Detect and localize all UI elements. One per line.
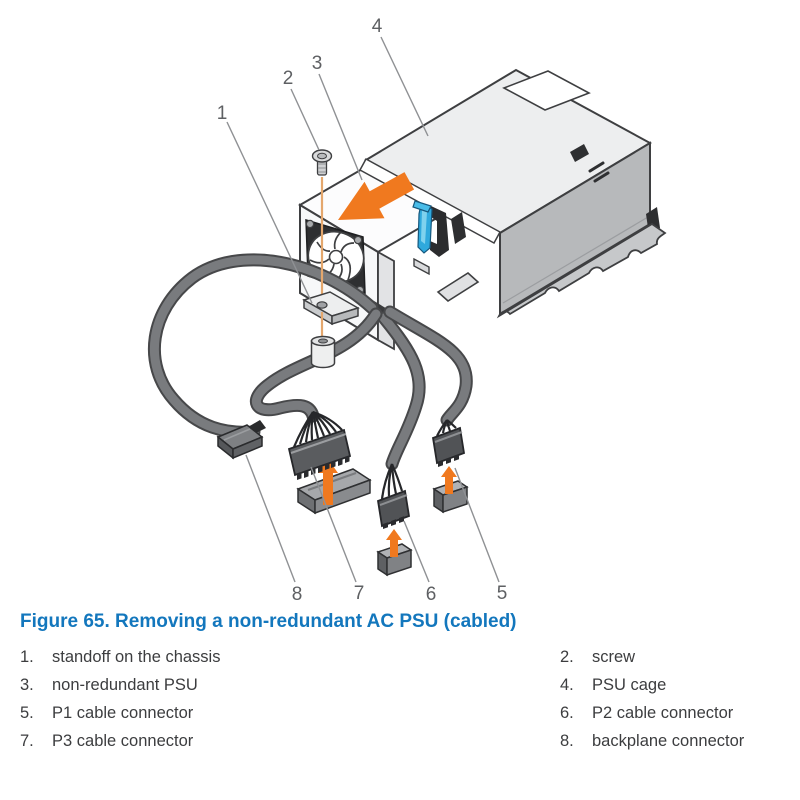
callout-3: 3: [312, 53, 323, 74]
legend-item-label: screw: [592, 648, 636, 666]
chassis-flange: [496, 222, 667, 319]
cage-top-notch: [502, 70, 591, 111]
callout-2: 2: [283, 68, 294, 89]
callout-4: 4: [372, 16, 383, 37]
legend-item-2: 2. screw: [560, 646, 782, 668]
legend-item-number: 6.: [560, 704, 574, 722]
chassis-corner-bracket: [436, 271, 480, 303]
legend-item-number: 3.: [20, 676, 34, 694]
removal-direction-arrow-icon: [338, 172, 415, 220]
callout-6: 6: [426, 584, 437, 605]
legend-item-label: non-redundant PSU: [52, 676, 198, 694]
legend-item-5: 5. P1 cable connector: [20, 702, 560, 724]
psu-removal-diagram: 1 2 3 4 5 6 7 8: [147, 16, 667, 605]
legend-item-4: 4. PSU cage: [560, 674, 782, 696]
legend-item-label: standoff on the chassis: [52, 648, 221, 666]
legend-item-label: P2 cable connector: [592, 704, 734, 722]
leader-4: [380, 36, 429, 137]
legend-item-number: 8.: [560, 732, 574, 750]
psu-cage: [363, 68, 667, 319]
p3-insert-arrow-icon: [318, 459, 338, 505]
leader-2: [290, 88, 320, 151]
cage-vent-dash: [588, 161, 605, 173]
cable-p1: [383, 305, 473, 427]
legend-item-7: 7. P3 cable connector: [20, 730, 560, 752]
cage-fold-line: [502, 216, 649, 304]
latch-slot: [451, 212, 466, 244]
cable-p3: [250, 307, 383, 423]
p2-cable-connector: [376, 463, 411, 529]
callout-8: 8: [292, 584, 303, 605]
p1-cable-connector: [431, 419, 466, 467]
p3-cable-connector: [287, 410, 352, 480]
chassis-standoff: [310, 335, 336, 369]
leader-3: [318, 73, 363, 181]
callout-numbers: 1 2 3 4 5 6 7 8: [217, 16, 508, 605]
legend-item-label: backplane connector: [592, 732, 745, 750]
legend-item-number: 1.: [20, 648, 34, 666]
latch-bracket: [413, 257, 430, 276]
cage-vent-slot: [570, 144, 589, 162]
leader-8: [245, 454, 296, 583]
fan-screw: [305, 219, 315, 229]
legend-item-label: P3 cable connector: [52, 732, 194, 750]
p2-insert-arrow-icon: [386, 529, 402, 557]
p1-insert-arrow-icon: [441, 466, 457, 494]
legend-item-number: 2.: [560, 648, 574, 666]
leader-1: [226, 121, 313, 304]
figure-caption: Figure 65. Removing a non-redundant AC P…: [20, 611, 517, 632]
backplane-connector: [216, 420, 266, 460]
callout-7: 7: [354, 583, 365, 604]
legend-item-label: P1 cable connector: [52, 704, 194, 722]
leader-6: [403, 520, 430, 583]
legend-item-label: PSU cage: [592, 676, 667, 694]
leader-7: [310, 466, 357, 583]
legend-item-6: 6. P2 cable connector: [560, 702, 782, 724]
legend-item-number: 5.: [20, 704, 34, 722]
legend-item-3: 3. non-redundant PSU: [20, 674, 560, 696]
psu-release-latch: [412, 200, 466, 276]
legend-item-1: 1. standoff on the chassis: [20, 646, 560, 668]
latch-cap: [412, 200, 432, 213]
latch-lever-highlight: [421, 210, 427, 244]
figure-illustration: 1 2 3 4 5 6 7 8: [147, 16, 667, 605]
legend-item-number: 7.: [20, 732, 34, 750]
legend-item-8: 8. backplane connector: [560, 730, 782, 752]
p3-socket: [296, 468, 372, 515]
leader-5: [454, 467, 500, 583]
psu-screw: [311, 149, 333, 176]
latch-clip: [430, 206, 449, 257]
callout-1: 1: [217, 103, 228, 124]
fan-screw: [353, 235, 363, 245]
leader-lines: [226, 36, 500, 583]
callout-5: 5: [497, 583, 508, 604]
psu-mounting-bracket: [302, 291, 360, 326]
cable-p2: [377, 311, 426, 471]
legend-item-number: 4.: [560, 676, 574, 694]
figure-legend: 1. standoff on the chassis 2. screw 3. n…: [20, 646, 782, 752]
cage-vent-dash: [593, 171, 610, 183]
